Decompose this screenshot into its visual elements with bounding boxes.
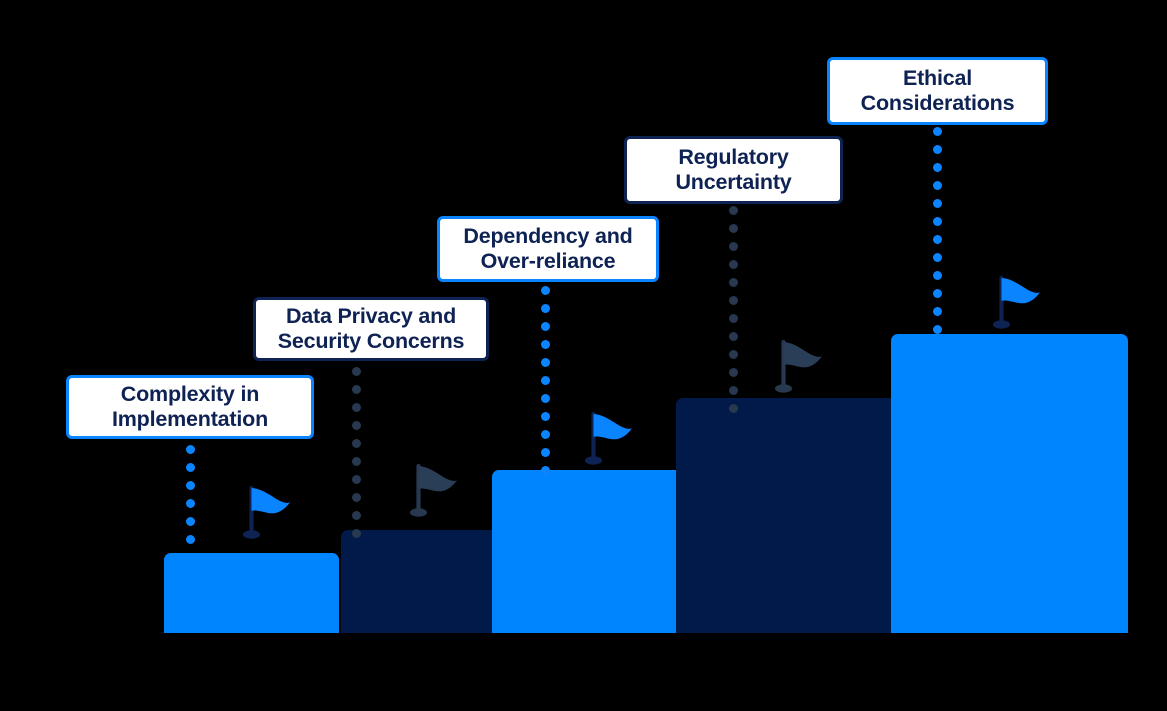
dot	[541, 358, 550, 367]
dot	[729, 332, 738, 341]
flag-icon-step-1	[238, 484, 296, 540]
dot	[729, 242, 738, 251]
bar-step-1	[164, 553, 339, 633]
dot	[352, 385, 361, 394]
connector-dots-step-2	[352, 367, 361, 547]
bar-step-2	[341, 530, 516, 633]
dot	[541, 466, 550, 475]
label-line-1: Ethical	[902, 66, 973, 90]
bar-step-5	[891, 334, 1128, 633]
dot	[729, 386, 738, 395]
dot	[186, 463, 195, 472]
dot	[186, 535, 195, 544]
dot	[729, 296, 738, 305]
dot	[352, 511, 361, 520]
dot	[729, 350, 738, 359]
dot	[933, 199, 942, 208]
dot	[933, 145, 942, 154]
connector-dots-step-3	[541, 286, 550, 484]
dot	[541, 286, 550, 295]
connector-dots-step-5	[933, 127, 942, 343]
dot	[541, 322, 550, 331]
dot	[541, 340, 550, 349]
dot	[186, 517, 195, 526]
dot	[933, 253, 942, 262]
dot	[352, 493, 361, 502]
label-line-1: Regulatory	[678, 145, 789, 169]
dot	[933, 289, 942, 298]
dot	[541, 376, 550, 385]
dot	[541, 448, 550, 457]
dot	[933, 307, 942, 316]
label-line-2: Uncertainty	[675, 170, 792, 194]
dot	[541, 430, 550, 439]
dot	[729, 368, 738, 377]
dot	[933, 271, 942, 280]
flag-icon-step-5	[988, 274, 1046, 330]
flag-icon-step-4	[770, 338, 828, 394]
bar-step-3	[492, 470, 692, 633]
dot	[729, 404, 738, 413]
label-line-1: Dependency and	[463, 224, 633, 248]
dot	[541, 394, 550, 403]
dot	[352, 403, 361, 412]
dot	[933, 325, 942, 334]
flag-icon-step-3	[580, 410, 638, 466]
dot	[352, 367, 361, 376]
dot	[729, 224, 738, 233]
dot	[729, 260, 738, 269]
dot	[352, 529, 361, 538]
dot	[933, 127, 942, 136]
label-line-1: Complexity in	[120, 382, 260, 406]
label-line-1: Data Privacy and	[285, 304, 457, 328]
label-line-2: Considerations	[860, 91, 1015, 115]
bar-step-4	[676, 398, 906, 633]
dot	[933, 217, 942, 226]
dot	[352, 421, 361, 430]
label-line-2: Over-reliance	[480, 249, 616, 273]
dot	[541, 412, 550, 421]
connector-dots-step-4	[729, 206, 738, 422]
connector-dots-step-1	[186, 445, 195, 553]
dot	[933, 163, 942, 172]
dot	[352, 439, 361, 448]
dot	[729, 314, 738, 323]
label-line-2: Security Concerns	[277, 329, 465, 353]
dot	[729, 206, 738, 215]
dot	[352, 475, 361, 484]
label-line-2: Implementation	[111, 407, 269, 431]
dot	[186, 445, 195, 454]
dot	[541, 304, 550, 313]
dot	[352, 457, 361, 466]
dot	[186, 481, 195, 490]
dot	[933, 235, 942, 244]
dot	[186, 499, 195, 508]
flag-icon-step-2	[405, 462, 463, 518]
dot	[933, 181, 942, 190]
dot	[729, 278, 738, 287]
